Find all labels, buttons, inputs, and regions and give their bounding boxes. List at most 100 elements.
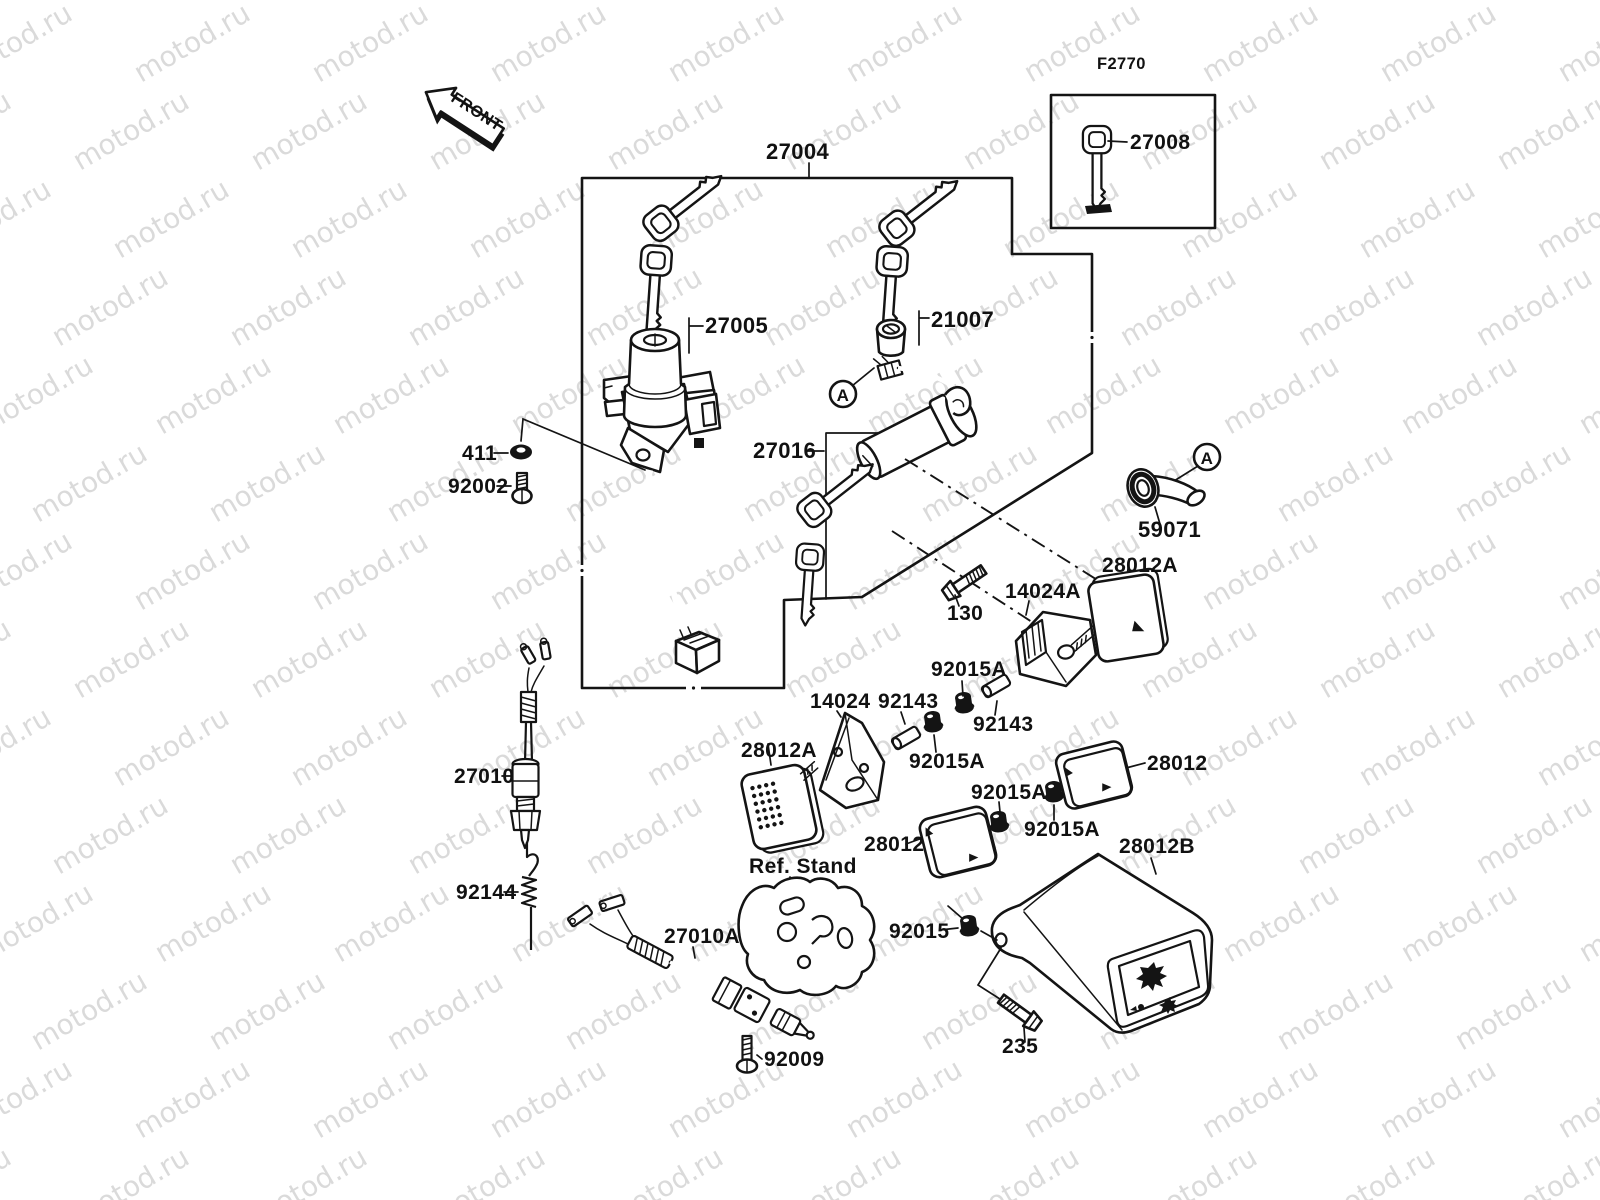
keys-27004-ignition [634,162,732,339]
watermark-text: motod.ru [779,1140,907,1200]
watermark-text: motod.ru [601,1140,729,1200]
watermark-text: motod.ru [1470,260,1598,353]
watermark-text: motod.ru [402,260,530,353]
bolt-235 [994,990,1045,1043]
label-21007: 21007 [931,307,994,332]
watermark-text: motod.ru [1217,348,1345,441]
label-28012-right: 28012 [1147,752,1207,775]
watermark-text: motod.ru [0,172,57,265]
label-92015A-left: 92015A [909,750,985,773]
watermark-text: motod.ru [1313,612,1441,705]
cover-splatter-marks [1130,962,1178,1014]
callout-circle-a-lock [828,379,858,409]
bracket-14024 [818,710,886,810]
watermark-text: motod.ru [1573,876,1600,969]
label-14024: 14024 [810,690,870,713]
watermark-text: motod.ru [1271,0,1399,1]
watermark-text: motod.ru [0,876,99,969]
watermark-text: motod.ru [46,788,174,881]
group-box-27004 [575,162,1099,694]
watermark-text: motod.ru [25,436,153,529]
cable-connector [674,626,721,675]
label-14024A: 14024A [1005,580,1081,603]
watermark-text: motod.ru [128,524,256,617]
watermark-text: motod.ru [1018,0,1146,89]
washer-411 [493,417,646,471]
watermark-text: motod.ru [67,84,195,177]
watermark-text: motod.ru [203,0,331,1]
watermark-text: motod.ru [1353,172,1481,265]
watermark-text: motod.ru [1573,348,1600,441]
watermark-text: motod.ru [245,612,373,705]
diagram-art [424,86,1222,1074]
watermark-text: motod.ru [484,524,612,617]
watermark-text: motod.ru [1491,84,1600,177]
watermark-text: motod.ru [1449,964,1577,1057]
watermark-text: motod.ru [402,788,530,881]
watermark-text: motod.ru [381,964,509,1057]
watermark-text: motod.ru [224,788,352,881]
watermark-text: motod.ru [1374,0,1502,89]
watermark-text: motod.ru [0,348,99,441]
label-92143-left: 92143 [878,690,938,713]
watermark-text: motod.ru [327,348,455,441]
reflector-dot-pattern [750,781,784,830]
watermark-text: motod.ru [1292,788,1420,881]
watermark-text: motod.ru [0,700,57,793]
label-92143-right: 92143 [973,713,1033,736]
key-blank-mark [1085,204,1112,214]
screw-92002 [496,471,533,505]
watermark-text: motod.ru [662,524,790,617]
watermark-text: motod.ru [1395,348,1523,441]
watermark-text: motod.ru [67,1140,195,1200]
watermark-text: motod.ru [0,0,78,89]
ref-stand-bracket [737,876,876,997]
label-92009: 92009 [764,1048,824,1071]
label-92015A-top: 92015A [931,658,1007,681]
label-59071: 59071 [1138,517,1201,542]
watermark-text: motod.ru [203,964,331,1057]
label-92015A-mid: 92015A [971,781,1047,804]
watermark-text: motod.ru [285,700,413,793]
watermark-text: motod.ru [285,172,413,265]
label-27008: 27008 [1130,131,1190,154]
watermark-text: motod.ru [25,964,153,1057]
cover-28012B [976,852,1214,1034]
watermark-text: motod.ru [463,172,591,265]
watermark-text: motod.ru [997,172,1125,265]
watermark-text: motod.ru [957,84,1085,177]
watermark-text: motod.ru [1374,524,1502,617]
watermark-text: motod.ru [149,876,277,969]
watermark-text: motod.ru [1313,1140,1441,1200]
watermark-text: motod.ru [1374,1052,1502,1145]
label-92144: 92144 [456,881,516,904]
watermark-text: motod.ru [1395,876,1523,969]
watermark-text: motod.ru [1531,700,1600,793]
label-28012A-right: 28012A [1102,554,1178,577]
nut-92015 [939,905,981,939]
watermark-text: motod.ru [484,0,612,89]
watermark-text: motod.ru [0,1052,78,1145]
watermark-text: motod.ru [915,0,1043,1]
watermark-text: motod.ru [224,260,352,353]
watermark-text: motod.ru [1449,436,1577,529]
watermark-text: motod.ru [46,260,174,353]
watermark-text: motod.ru [1353,700,1481,793]
watermark-text: motod.ru [0,1140,17,1200]
callout-circle-a-lever [1192,442,1222,472]
plate-28012-right [1054,740,1146,810]
watermark-text: motod.ru [758,260,886,353]
watermark-text: motod.ru [67,612,195,705]
watermark-text: motod.ru [1491,612,1600,705]
watermark-text: motod.ru [1135,1140,1263,1200]
watermark-text: motod.ru [840,0,968,89]
watermark-text: motod.ru [1175,172,1303,265]
watermark-text: motod.ru [1196,0,1324,89]
helmet-lock-27016 [790,355,978,628]
watermark-text: motod.ru [128,0,256,89]
watermark-text: motod.ru [840,1052,968,1145]
label-411: 411 [462,442,497,465]
watermark-text: motod.ru [245,1140,373,1200]
label-27016: 27016 [753,438,816,463]
